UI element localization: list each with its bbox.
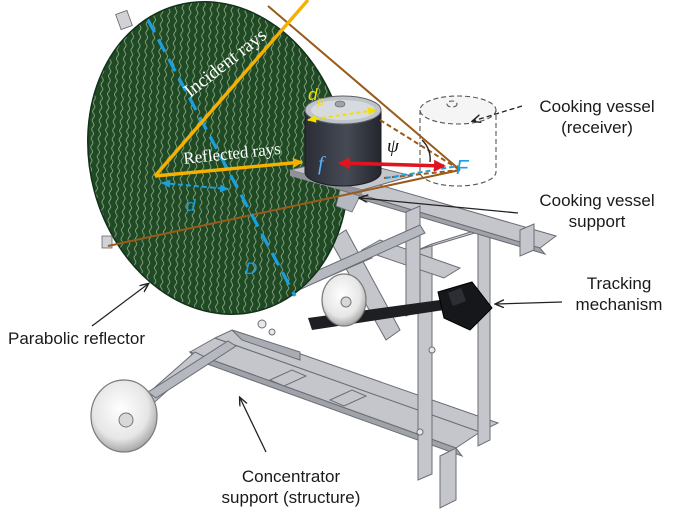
concentrator-support-structure — [119, 179, 558, 509]
tracking-line1: Tracking — [586, 274, 652, 293]
dish-edge-line-top — [267, 5, 461, 171]
wheel-front — [90, 379, 158, 453]
depth-dimension-arrow — [161, 179, 229, 193]
parabolic-reflector-label: Parabolic reflector — [8, 329, 146, 348]
focus-offset-line — [385, 165, 459, 179]
callout-vessel-support — [360, 198, 519, 214]
focus-label: F — [456, 157, 470, 179]
vessel-diameter-label: dp — [308, 85, 324, 108]
callout-parabolic-reflector — [91, 284, 148, 327]
focal-shift-arrow — [338, 157, 446, 172]
dish-edge-line-bottom — [107, 169, 461, 247]
cooking-vessel-line1: Cooking vessel — [539, 97, 655, 116]
focal-point-label: f — [318, 153, 326, 175]
callout-tracking — [496, 302, 563, 304]
cooking-vessel-dark — [304, 95, 382, 187]
tracking-mechanism-label: Tracking mechanism — [560, 273, 678, 315]
diameter-label: D — [245, 259, 257, 278]
cooking-vessel-line2: (receiver) — [561, 118, 633, 137]
callout-concentrator-support — [240, 398, 267, 453]
wheel-rear — [321, 273, 367, 327]
tracking-line2: mechanism — [575, 295, 663, 314]
dish-diameter-line — [146, 19, 297, 297]
concentrator-line1: Concentrator — [241, 467, 341, 486]
depth-label: d — [186, 196, 196, 215]
reflected-ray-line — [154, 157, 303, 178]
rim-angle-label: ψ — [387, 136, 400, 157]
concentrator-support-label: Concentrator support (structure) — [196, 466, 386, 508]
vessel-support-label: Cooking vessel support — [514, 190, 680, 232]
concentrator-line2: support (structure) — [221, 488, 361, 507]
callout-cooking-vessel — [473, 105, 523, 121]
incident-ray-line — [153, 0, 310, 178]
vessel-diameter-arrow — [307, 107, 377, 123]
rim-angle-arc — [421, 139, 431, 163]
vessel-support-line1: Cooking vessel — [539, 191, 655, 210]
vessel-support-line2: support — [568, 212, 626, 231]
cooking-vessel-label: Cooking vessel (receiver) — [514, 96, 680, 138]
